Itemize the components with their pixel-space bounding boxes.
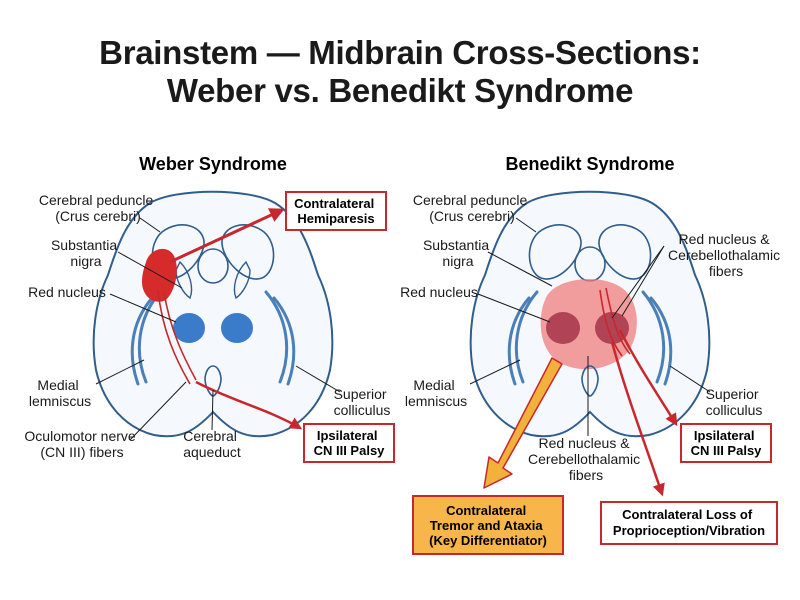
svg-text:Contralateral Tremor a: Contralateral Tremor and Ataxia (Key Dif… — [429, 503, 547, 548]
weber-label-colliculus: Superior colliculus — [334, 386, 391, 418]
weber-arrow-cn3 — [195, 380, 303, 430]
benedikt-box-cn3: Ipsilateral CN III Palsy — [680, 423, 772, 463]
benedikt-lemniscus-left-2 — [507, 296, 531, 386]
weber-nigra-left — [175, 260, 193, 300]
benedikt-leader-top-2 — [621, 245, 665, 317]
weber-leader-colliculus — [295, 365, 341, 393]
benedikt-arrow-cn3 — [618, 329, 678, 427]
weber-label-red-nucleus: Red nucleus — [28, 284, 106, 300]
weber-labels: Cerebral peduncle (Crus cerebri) Substan… — [24, 192, 390, 460]
benedikt-label-red-cerebello-top: Red nucleus & Cerebellothalamic fibers — [668, 231, 784, 279]
benedikt-leader-nigra — [487, 251, 553, 287]
weber-label-nigra: Substantia nigra — [51, 237, 121, 269]
weber-center-oval — [197, 248, 229, 284]
page-title-line-1: Brainstem — Midbrain Cross-Sections: — [99, 34, 701, 71]
benedikt-label-colliculus: Superior colliculus — [706, 386, 763, 418]
weber-box-cn3: Ipsilateral CN III Palsy — [303, 423, 395, 463]
benedikt-box-proprioception: Contralateral Loss of Proprioception/Vib… — [600, 501, 778, 545]
weber-red-nucleus-right — [221, 313, 253, 343]
benedikt-leader-peduncle — [515, 217, 537, 233]
page-title: Brainstem — Midbrain Cross-Sections: Web… — [0, 34, 800, 110]
benedikt-arrow-tremor — [483, 357, 563, 489]
benedikt-fiber-1 — [599, 289, 623, 357]
benedikt-label-peduncle: Cerebral peduncle (Crus cerebri) — [413, 192, 531, 224]
weber-leader-oculomotor — [129, 381, 187, 441]
weber-aqueduct — [204, 365, 222, 397]
weber-label-oculomotor: Oculomotor nerve (CN III) fibers — [24, 428, 139, 460]
weber-lemniscus-left-2 — [130, 296, 154, 386]
benedikt-aqueduct — [581, 365, 599, 397]
weber-label-peduncle: Cerebral peduncle (Crus cerebri) — [39, 192, 157, 224]
weber-leader-peduncle — [139, 217, 161, 233]
benedikt-panel: Benedikt Syndrome — [400, 154, 784, 555]
weber-leader-nigra — [117, 251, 183, 289]
weber-leader-aqueduct — [211, 389, 214, 431]
weber-cn3-fiber-1 — [157, 289, 191, 385]
benedikt-label-red-cerebello-bottom: Red nucleus & Cerebellothalamic fibers — [528, 435, 644, 483]
benedikt-labels: Cerebral peduncle (Crus cerebri) Substan… — [400, 192, 784, 483]
benedikt-leader-red — [477, 293, 551, 323]
svg-text:Ipsilateral CN III Pal: Ipsilateral CN III Palsy — [691, 428, 763, 458]
weber-lemniscus-right-2 — [272, 296, 296, 386]
benedikt-red-nucleus-left — [546, 312, 580, 344]
weber-cn3-fiber-2 — [163, 291, 197, 381]
weber-heading: Weber Syndrome — [139, 154, 287, 174]
benedikt-box-tremor: Contralateral Tremor and Ataxia (Key Dif… — [412, 495, 564, 555]
benedikt-label-nigra: Substantia nigra — [423, 237, 493, 269]
weber-label-aqueduct: Cerebral aqueduct — [183, 428, 241, 460]
benedikt-peduncle-left — [528, 224, 582, 280]
benedikt-peduncle-right — [598, 224, 652, 280]
weber-arrow-hemiparesis — [169, 208, 285, 264]
svg-text:Contralateral Hemipare: Contralateral Hemiparesis — [294, 196, 378, 226]
weber-leader-red — [109, 293, 177, 323]
weber-leader-lemniscus — [95, 359, 145, 385]
benedikt-arrow-proprioception — [610, 341, 665, 497]
benedikt-leader-top-1 — [611, 245, 665, 319]
weber-label-lemniscus: Medial lemniscus — [29, 377, 91, 409]
weber-peduncle-right — [221, 224, 275, 280]
benedikt-leader-colliculus — [669, 365, 711, 393]
benedikt-lemniscus-left-1 — [514, 290, 539, 384]
svg-text:Ipsilateral CN III Pal: Ipsilateral CN III Palsy — [314, 428, 386, 458]
benedikt-label-red-nucleus: Red nucleus — [400, 284, 478, 300]
weber-box-hemiparesis: Contralateral Hemiparesis — [285, 191, 387, 231]
benedikt-red-nucleus-right — [595, 312, 629, 344]
benedikt-heading: Benedikt Syndrome — [505, 154, 674, 174]
svg-text:Contralateral Loss of: Contralateral Loss of Proprioception/Vib… — [613, 507, 765, 538]
benedikt-lemniscus-right-2 — [649, 296, 673, 386]
benedikt-label-lemniscus: Medial lemniscus — [405, 377, 467, 409]
weber-panel: Weber Syndrome — [24, 154, 395, 463]
weber-red-nucleus-left — [173, 313, 205, 343]
page-title-line-2: Weber vs. Benedikt Syndrome — [166, 72, 634, 109]
weber-lemniscus-right-1 — [264, 290, 289, 384]
weber-nigra-right — [233, 260, 251, 300]
benedikt-leader-lemniscus — [469, 359, 521, 385]
benedikt-fiber-2 — [605, 287, 631, 355]
benedikt-lemniscus-right-1 — [641, 290, 666, 384]
